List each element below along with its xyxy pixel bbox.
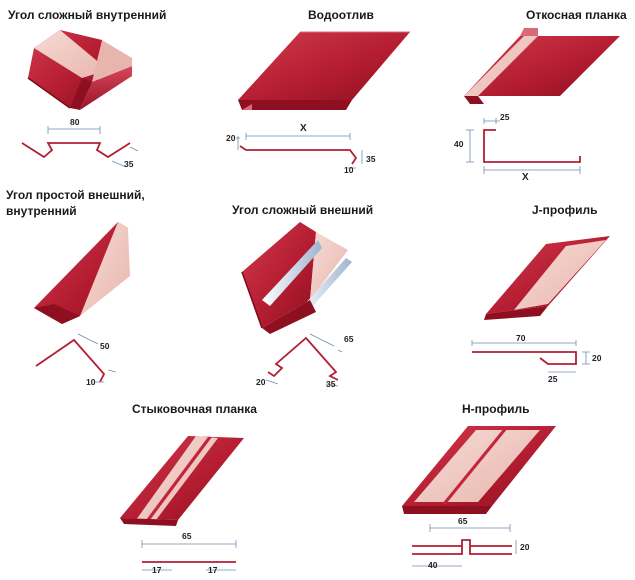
title-simple-corner-line2: внутренний [6,204,77,218]
complex-outer-corner-3d [241,222,352,334]
dim-label: 40 [454,139,464,149]
j-profile-3d [484,236,610,320]
dim-label: 20 [256,377,266,387]
dim-label: 17 [208,565,218,575]
dim-label: 10 [86,377,96,387]
complex-inner-corner-3d [27,30,132,110]
dim-label: 35 [326,379,336,389]
title-drip-edge: Водоотлив [308,8,374,22]
drip-edge-3d [238,31,410,110]
complex-outer-corner-sketch [265,333,343,387]
dim-label: 65 [344,334,354,344]
title-h-profile: H-профиль [462,402,530,416]
joint-strip-sketch [141,540,237,571]
simple-corner-3d [34,222,130,324]
joint-strip-3d [120,436,244,526]
dim-label: 17 [152,565,162,575]
complex-inner-corner-sketch [21,126,139,168]
slope-strip-3d [464,28,620,104]
title-complex-inner-corner: Угол сложный внутренний [8,8,167,22]
title-j-profile: J-профиль [532,203,598,217]
dim-label: 40 [428,560,438,570]
dim-label: 70 [516,333,526,343]
simple-corner-sketch [35,333,117,383]
slope-strip-sketch [466,118,581,174]
dim-label: 25 [500,112,510,122]
dim-label: 20 [226,133,236,143]
dim-label: 25 [548,374,558,384]
title-simple-corner-line1: Угол простой внешний, [6,188,145,202]
dim-label: 10 [344,165,354,175]
title-joint-strip: Стыковочная планка [132,402,257,416]
title-slope-strip: Откосная планка [526,8,627,22]
drip-edge-sketch [236,133,363,169]
j-profile-sketch [471,340,590,373]
dim-label: 65 [182,531,192,541]
title-complex-outer-corner: Угол сложный внешний [232,203,374,217]
h-profile-sketch [412,524,517,567]
dim-label: X [522,172,529,183]
h-profile-3d [402,426,556,514]
dim-label: 20 [520,542,530,552]
dim-label: 50 [100,341,110,351]
dim-label: 65 [458,516,468,526]
dim-label: X [300,123,307,134]
dim-label: 35 [124,159,134,169]
dim-label: 35 [366,154,376,164]
dim-label: 80 [70,117,80,127]
dim-label: 20 [592,353,602,363]
